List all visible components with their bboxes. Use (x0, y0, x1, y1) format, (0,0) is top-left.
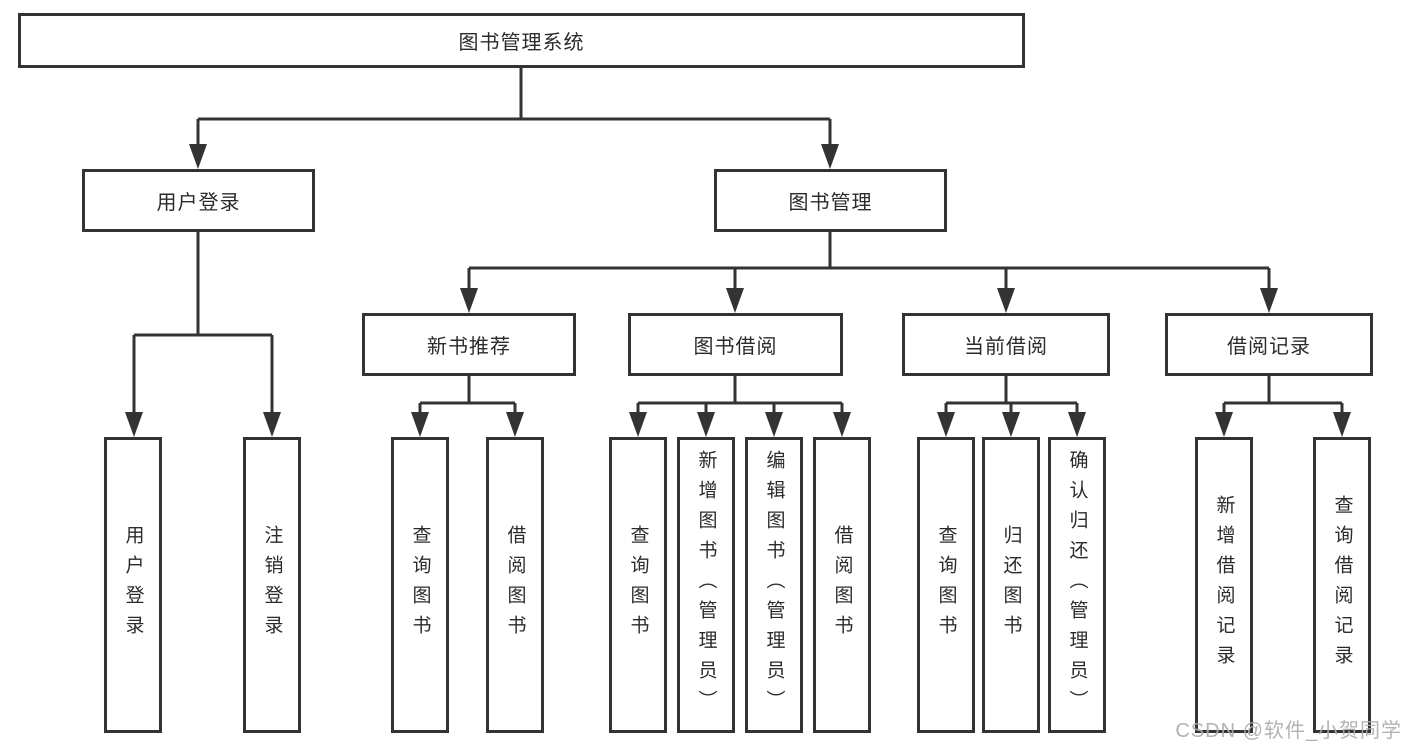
leaf-query-books-current: 查询图书 (917, 437, 975, 733)
arrowheads-user-login-children (125, 412, 281, 437)
node-book-borrowing: 图书借阅 (628, 313, 843, 376)
leaf-edit-books-admin: 编辑图书（管理员） (745, 437, 803, 733)
leaf-return-books: 归还图书 (982, 437, 1040, 733)
csdn-watermark: CSDN @软件_小贺同学 (1175, 720, 1402, 742)
arrowheads-current-borrow-children (937, 412, 1086, 437)
connector-book-borrow-children (636, 376, 844, 414)
connector-new-book-rec-children (418, 376, 517, 414)
leaf-borrow-books-rec: 借阅图书 (486, 437, 544, 733)
arrowheads-book-borrow-children (629, 412, 851, 437)
arrowheads-borrow-records-children (1215, 412, 1351, 437)
connector-book-mgmt-to-level3 (467, 232, 1271, 290)
arrowheads-book-mgmt-to-level3 (460, 288, 1278, 313)
connector-current-borrow-children (944, 376, 1079, 414)
node-book-management: 图书管理 (714, 169, 947, 232)
node-borrowing-records: 借阅记录 (1165, 313, 1373, 376)
leaf-query-books-borrow: 查询图书 (609, 437, 667, 733)
leaf-add-books-admin: 新增图书（管理员） (677, 437, 735, 733)
node-library-management-system: 图书管理系统 (18, 13, 1025, 68)
leaf-confirm-return-admin: 确认归还（管理员） (1048, 437, 1106, 733)
arrowheads-root-to-level2 (189, 144, 839, 169)
leaf-query-books-rec: 查询图书 (391, 437, 449, 733)
connector-root-to-level2 (196, 68, 832, 146)
node-user-login: 用户登录 (82, 169, 315, 232)
leaf-user-login: 用户登录 (104, 437, 162, 733)
connector-borrow-records-children (1222, 376, 1344, 414)
arrowheads-new-book-rec-children (411, 412, 524, 437)
leaf-query-borrow-record: 查询借阅记录 (1313, 437, 1371, 733)
connector-user-login-children (132, 232, 274, 414)
node-current-borrowing: 当前借阅 (902, 313, 1110, 376)
node-new-book-recommendation: 新书推荐 (362, 313, 576, 376)
leaf-borrow-books: 借阅图书 (813, 437, 871, 733)
leaf-logout: 注销登录 (243, 437, 301, 733)
leaf-add-borrow-record: 新增借阅记录 (1195, 437, 1253, 733)
